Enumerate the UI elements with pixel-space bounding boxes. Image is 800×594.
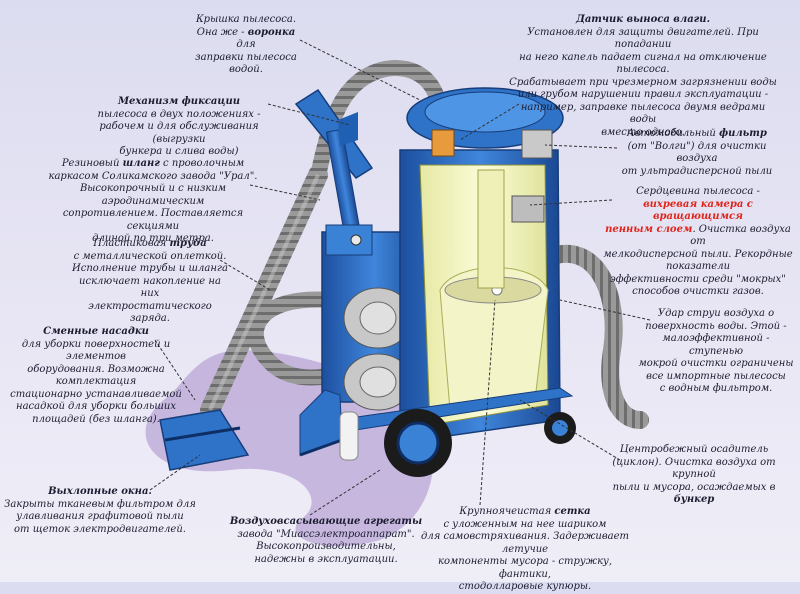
nozzles-line1: для уборки поверхностей и элементов bbox=[21, 338, 171, 363]
core-line3b: . Очистка воздуха от bbox=[690, 223, 791, 248]
hose-line2: каркасом Соликамского завода "Урал". bbox=[48, 170, 258, 182]
stationary-nozzle-2 bbox=[339, 411, 359, 461]
fix-line1: пылесоса в двух положениях - bbox=[97, 108, 261, 120]
hose-main bbox=[310, 60, 448, 183]
sensor-line5: например, заправке пылесоса двумя ведрам… bbox=[520, 101, 766, 126]
sensor-line6: вместо одного. bbox=[601, 126, 685, 138]
hose-line1a: Резиновый bbox=[61, 158, 123, 169]
jet-line3: малоэффективной - ступенью bbox=[662, 333, 770, 357]
label-core: Сердцевина пылесоса - вихревая камера с … bbox=[598, 186, 798, 299]
aggr-line2: Высокопроизводительны, bbox=[256, 541, 396, 552]
mesh-line4: компоненты мусора - стружку, фантики, bbox=[437, 556, 613, 580]
vacuum-illustration bbox=[145, 39, 651, 547]
lid-line2c: для bbox=[236, 39, 256, 50]
hose-line1c: с проволочным bbox=[159, 158, 245, 169]
core-line5: эффективности среди "мокрых" bbox=[610, 273, 786, 285]
lid-line2a: Она же - bbox=[196, 26, 248, 38]
jet-line5: все импортные пылесосы bbox=[646, 370, 786, 382]
nozzles-line4: насадкой для уборки больших bbox=[16, 401, 176, 412]
core-line4: мелкодисперсной пыли. Рекордные показате… bbox=[603, 248, 793, 273]
label-filter: Автомобильный фильтр (от "Волги") для оч… bbox=[612, 128, 782, 178]
vortex-tube bbox=[477, 169, 505, 289]
fix-line2: рабочем и для обслуживания (выгрузки bbox=[99, 121, 259, 145]
mesh-line3: для самовстряхивания. Задерживает летучи… bbox=[420, 531, 629, 555]
car-filter bbox=[521, 129, 553, 159]
floor-nozzle bbox=[159, 409, 250, 471]
nozzles-title: Сменные насадки bbox=[43, 326, 149, 337]
pipe-line5: электростатического заряда. bbox=[88, 300, 212, 325]
label-sensor: Датчик выноса влаги. Установлен для защи… bbox=[508, 14, 778, 139]
exhaust-title: Выхлопные окна. bbox=[48, 486, 152, 497]
core-line1: Сердцевина пылесоса - bbox=[636, 186, 760, 197]
jet-line2: поверхность воды. Этой - bbox=[645, 320, 787, 332]
mesh-line5: стодолларовые купюры. bbox=[458, 581, 592, 592]
cyclone-line1: Центробежный осадитель bbox=[619, 444, 769, 455]
cyclone-line2: (циклон). Очистка воздуха от крупной bbox=[612, 456, 776, 481]
leader-lines bbox=[149, 39, 651, 516]
pipe-line2: с металлической оплеткой. bbox=[73, 250, 227, 262]
filter-line3: от ультрадисперсной пыли bbox=[621, 165, 773, 177]
filter-line2: (от "Волги") для очистки воздуха bbox=[627, 140, 767, 165]
nozzles-line3: стационарно устанавливаемой bbox=[10, 388, 182, 400]
exhaust-line1: Закрыты тканевым фильтром для bbox=[4, 498, 196, 510]
fix-title: Механизм фиксации bbox=[117, 96, 240, 107]
core-line2: вихревая камера с вращающимся bbox=[643, 198, 753, 223]
exhaust-line3: от щеток электродвигателей. bbox=[14, 523, 186, 535]
label-lid: Крышка пылесоса. Она же - воронка для за… bbox=[186, 14, 306, 77]
exhaust-line2: улавливания графитовой пыли bbox=[16, 511, 184, 522]
core-line3a: пенным слоем bbox=[605, 223, 693, 235]
mesh-line2: с уложенным на нее шариком bbox=[443, 518, 607, 530]
lid-line2b: воронка bbox=[247, 26, 296, 38]
filter-line1a: Автомобильный bbox=[627, 128, 720, 139]
label-jet: Удар струи воздуха о поверхность воды. Э… bbox=[636, 308, 796, 396]
sensor-title: Датчик выноса влаги. bbox=[575, 14, 711, 25]
label-cyclone: Центробежный осадитель (циклон). Очистка… bbox=[596, 444, 792, 507]
sensor-line1: Установлен для защиты двигателей. При по… bbox=[527, 26, 759, 51]
diagram-stage: Крышка пылесоса. Она же - воронка для за… bbox=[0, 14, 798, 592]
cyclone-line3: пыли и мусора, осаждаемых в bbox=[612, 481, 776, 493]
label-mesh: Крупноячеистая сетка с уложенным на нее … bbox=[420, 506, 630, 594]
moisture-sensor bbox=[431, 129, 455, 157]
sensor-line4: или грубом нарушении правил эксплуатации… bbox=[517, 89, 769, 100]
pipe-line4: исключает накопление на них bbox=[79, 275, 221, 300]
label-nozzles: Сменные насадки для уборки поверхностей … bbox=[0, 326, 192, 426]
jet-line6: с водным фильтром. bbox=[659, 383, 773, 394]
hose-line5: длиной по три метра. bbox=[92, 233, 214, 244]
hose-line3: Высокопрочный и с низким аэродинамически… bbox=[79, 183, 227, 207]
aggr-line1: завода "Миассэлектроаппарат". bbox=[237, 528, 415, 540]
label-pipe: Пластиковая труба с металлической оплетк… bbox=[70, 238, 230, 326]
pipe-line1b: труба bbox=[169, 238, 207, 249]
aggr-line3: надежны в эксплуатации. bbox=[254, 553, 398, 565]
pipe-line1a: Пластиковая bbox=[93, 238, 170, 249]
mesh-line1b: сетка bbox=[554, 506, 591, 517]
filter-line1b: фильтр bbox=[719, 128, 767, 139]
label-fix: Механизм фиксации пылесоса в двух положе… bbox=[86, 96, 272, 159]
jet-line1: Удар струи воздуха о bbox=[657, 308, 775, 319]
hose-right bbox=[547, 244, 649, 429]
cyclone-cone bbox=[439, 267, 549, 411]
sensor-line3: Срабатывает при чрезмерном загрязнении в… bbox=[509, 76, 777, 88]
lid-line3: заправки пылесоса водой. bbox=[195, 51, 297, 76]
cyclone-line4: бункер bbox=[673, 494, 715, 505]
nozzles-line2: оборудования. Возможна комплектация bbox=[27, 363, 165, 388]
pipe-line3: Исполнение трубы и шланга bbox=[72, 263, 228, 274]
sensor-line2: на него капель падает сигнал на отключен… bbox=[519, 51, 767, 76]
fix-bracket bbox=[338, 112, 358, 146]
core-line6: способов очистки газов. bbox=[632, 286, 764, 297]
lid-line1: Крышка пылесоса. bbox=[195, 14, 297, 25]
hose-line4: сопротивлением. Поставляется секциями bbox=[62, 208, 244, 232]
jet-line4: мокрой очистки ограничены bbox=[638, 358, 794, 369]
hose-line1b: шланг bbox=[122, 158, 160, 169]
label-exhaust: Выхлопные окна. Закрыты тканевым фильтро… bbox=[0, 486, 200, 536]
aggr-title: Воздуховсасывающие агрегаты bbox=[229, 516, 423, 527]
label-aggregates: Воздуховсасывающие агрегаты завода "Миас… bbox=[228, 516, 424, 566]
mesh-line1a: Крупноячеистая bbox=[459, 506, 555, 517]
fix-line3: бункера и слива воды) bbox=[119, 146, 239, 157]
label-hose: Резиновый шланг с проволочным каркасом С… bbox=[38, 158, 268, 246]
nozzles-line5: площадей (без шланга). bbox=[32, 413, 160, 425]
control-panel bbox=[325, 224, 373, 256]
